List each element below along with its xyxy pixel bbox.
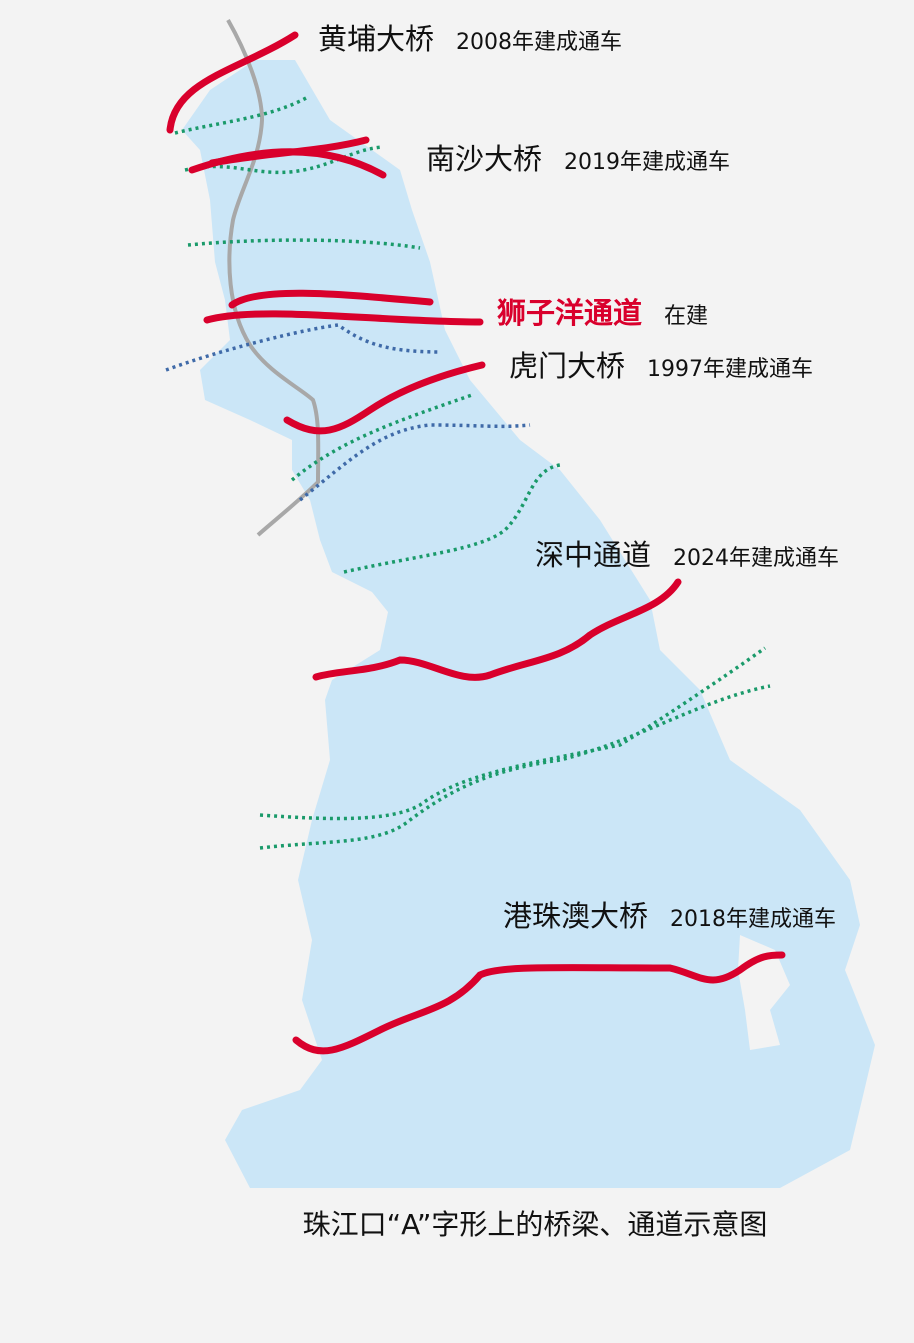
crossing-name: 南沙大桥: [426, 142, 543, 176]
label-huangpu: 黄埔大桥 2008年建成通车: [318, 16, 622, 58]
blue-routes: [165, 323, 531, 502]
map-caption: 珠江口“A”字形上的桥梁、通道示意图: [302, 1208, 768, 1241]
crossing-status: 在建: [664, 304, 709, 329]
crossing-status: 2019年建成通车: [564, 150, 731, 175]
hzm-bridge-line: [292, 951, 786, 1055]
label-shiziyang: 狮子洋通道在建: [497, 290, 708, 332]
crossing-name: 狮子洋通道: [497, 296, 643, 330]
road: [226, 19, 321, 537]
pearl-river-estuary-water: [182, 60, 875, 1188]
shenzhong-link-line: [312, 578, 682, 681]
huangpu-bridge-line: [166, 31, 299, 134]
shiziyang-tunnel-line-2: [203, 310, 484, 326]
green-routes: [174, 95, 771, 850]
nansha-bridge-line-2: [208, 136, 370, 167]
shiziyang-tunnel-line: [228, 289, 434, 309]
crossing-name: 港珠澳大桥: [503, 899, 649, 933]
label-humen: 虎门大桥 1997年建成通车: [509, 343, 813, 385]
crossing-status: 1997年建成通车: [647, 357, 814, 382]
crossing-name: 深中通道: [535, 538, 652, 572]
crossing-name: 黄埔大桥: [318, 22, 435, 56]
crossing-status: 2024年建成通车: [673, 546, 840, 571]
label-shenzhong: 深中通道 2024年建成通车: [535, 532, 839, 574]
crossing-status: 2008年建成通车: [456, 30, 623, 55]
label-nansha: 南沙大桥 2019年建成通车: [426, 136, 730, 178]
label-hzm: 港珠澳大桥 2018年建成通车: [503, 893, 836, 935]
humen-bridge-line: [283, 361, 486, 435]
crossing-name: 虎门大桥: [509, 349, 626, 383]
crossing-status: 2018年建成通车: [670, 907, 837, 932]
